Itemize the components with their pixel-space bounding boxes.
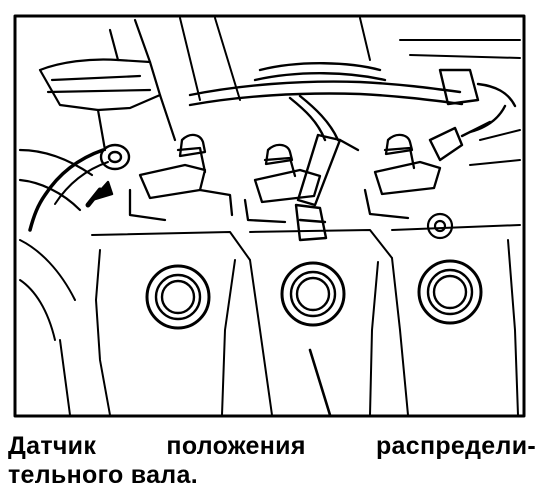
upper-right-structure xyxy=(179,17,521,166)
lower-left-details xyxy=(19,239,76,416)
caption-word-2: положения xyxy=(166,432,306,460)
spark-plug-boot xyxy=(294,133,360,242)
caption-line-1: Датчик положения распредели- xyxy=(8,432,536,461)
caption-word-3: распредели- xyxy=(375,432,536,460)
figure-caption: Датчик положения распредели- тельного ва… xyxy=(8,432,536,490)
rocker-assembly-3 xyxy=(363,133,442,220)
rocker-assembly-2 xyxy=(243,143,322,224)
caption-line-2: тельного вала. xyxy=(8,461,198,489)
camshaft-sensor xyxy=(28,143,131,232)
illustration-frame xyxy=(13,14,526,418)
wiring-harness xyxy=(188,62,517,162)
spark-plug-well-3 xyxy=(417,259,483,325)
spark-plug-well-1 xyxy=(145,264,211,330)
cylinder-head-ridges xyxy=(91,224,521,417)
rocker-assembly-1 xyxy=(128,133,234,222)
upper-left-housing xyxy=(18,18,177,212)
caption-word-1: Датчик xyxy=(8,432,97,460)
spark-plug-well-2 xyxy=(280,261,346,327)
bolt-right xyxy=(426,212,454,240)
